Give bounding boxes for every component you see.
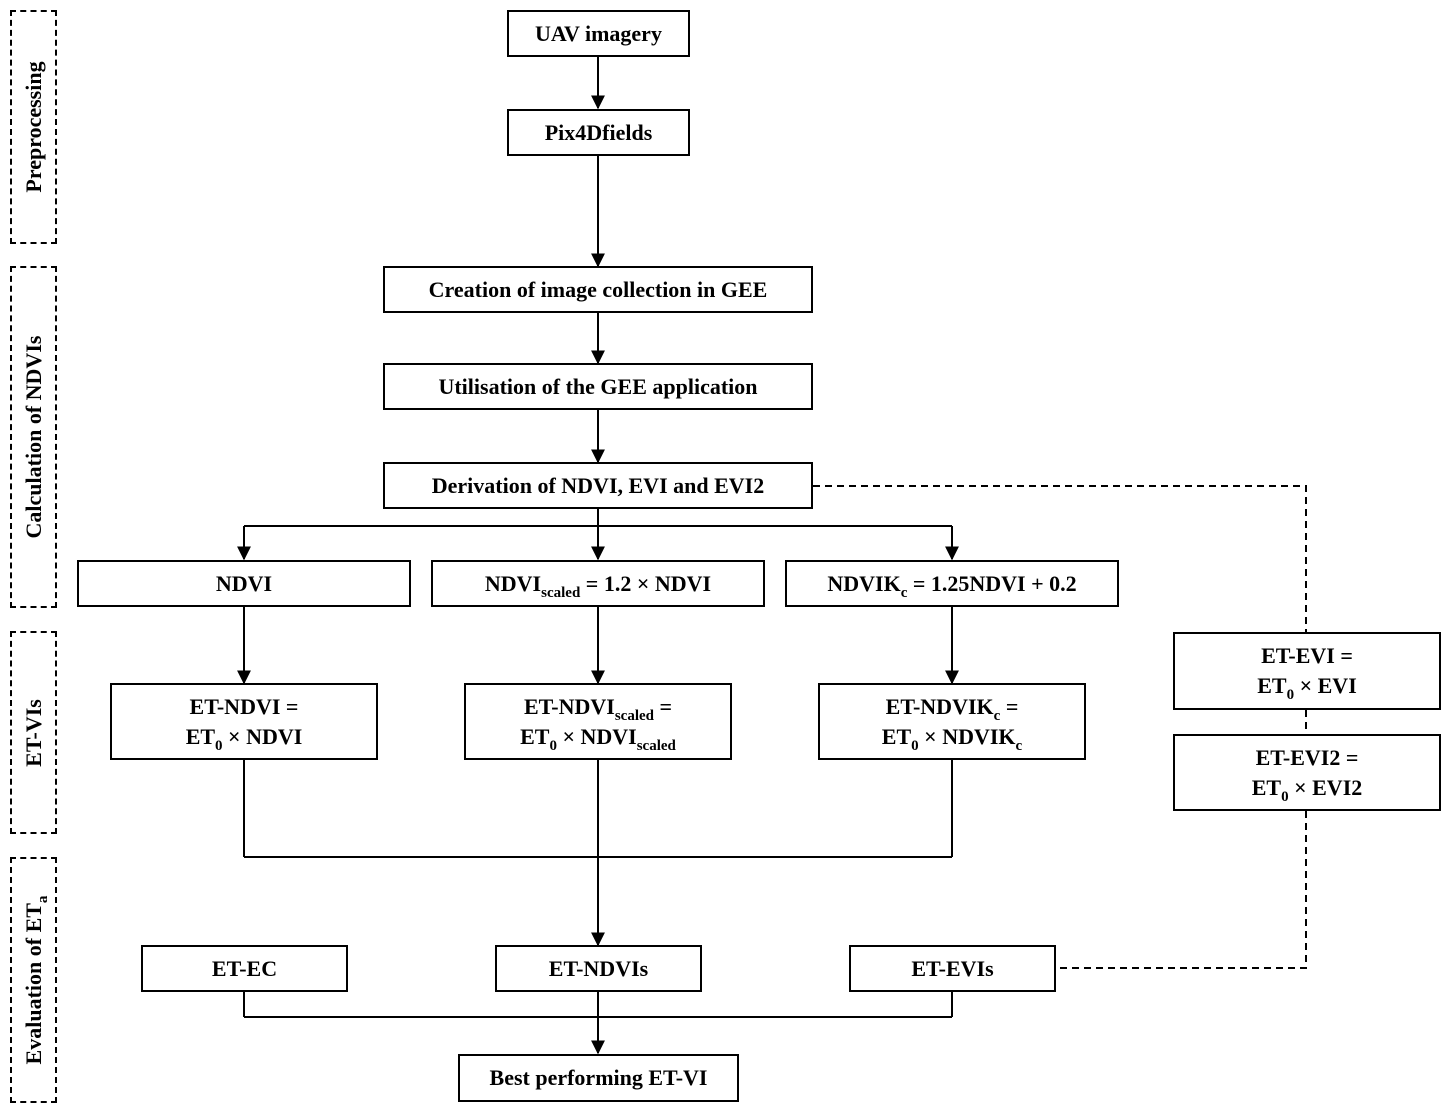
node-creation-image-collection: Creation of image collection in GEE: [383, 266, 813, 313]
phase-preprocessing: Preprocessing: [10, 10, 57, 244]
dashed-evi2-to-et-evis: [1056, 811, 1307, 969]
node-pix4dfields: Pix4Dfields: [507, 109, 690, 156]
node-et-ndvi: ET-NDVI = ET0 × NDVI: [110, 683, 378, 760]
node-et-ndvis: ET-NDVIs: [495, 945, 702, 992]
node-et-evi2: ET-EVI2 = ET0 × EVI2: [1173, 734, 1441, 811]
node-ndvi: NDVI: [77, 560, 411, 607]
node-et-evi: ET-EVI = ET0 × EVI: [1173, 632, 1441, 710]
phase-et-vis-label: ET-VIs: [20, 698, 46, 767]
node-ndvikc: NDVIKc = 1.25NDVI + 0.2: [785, 560, 1119, 607]
phase-preprocessing-label: Preprocessing: [20, 61, 46, 193]
dashed-derivation-to-evi: [813, 485, 1307, 632]
phase-et-vis: ET-VIs: [10, 631, 57, 834]
node-derivation: Derivation of NDVI, EVI and EVI2: [383, 462, 813, 509]
node-utilisation-gee: Utilisation of the GEE application: [383, 363, 813, 410]
node-best-performing: Best performing ET-VI: [458, 1054, 739, 1102]
node-et-ndvi-scaled: ET-NDVIscaled = ET0 × NDVIscaled: [464, 683, 732, 760]
phase-evaluation-label: Evaluation of ETa: [20, 895, 51, 1065]
node-ndvi-scaled: NDVIscaled = 1.2 × NDVI: [431, 560, 765, 607]
node-et-ec: ET-EC: [141, 945, 348, 992]
node-et-evis: ET-EVIs: [849, 945, 1056, 992]
node-uav-imagery: UAV imagery: [507, 10, 690, 57]
phase-ndvi-calculation: Calculation of NDVIs: [10, 266, 57, 608]
phase-evaluation: Evaluation of ETa: [10, 857, 57, 1103]
node-et-ndvikc: ET-NDVIKc = ET0 × NDVIKc: [818, 683, 1086, 760]
phase-ndvi-calculation-label: Calculation of NDVIs: [20, 335, 46, 539]
